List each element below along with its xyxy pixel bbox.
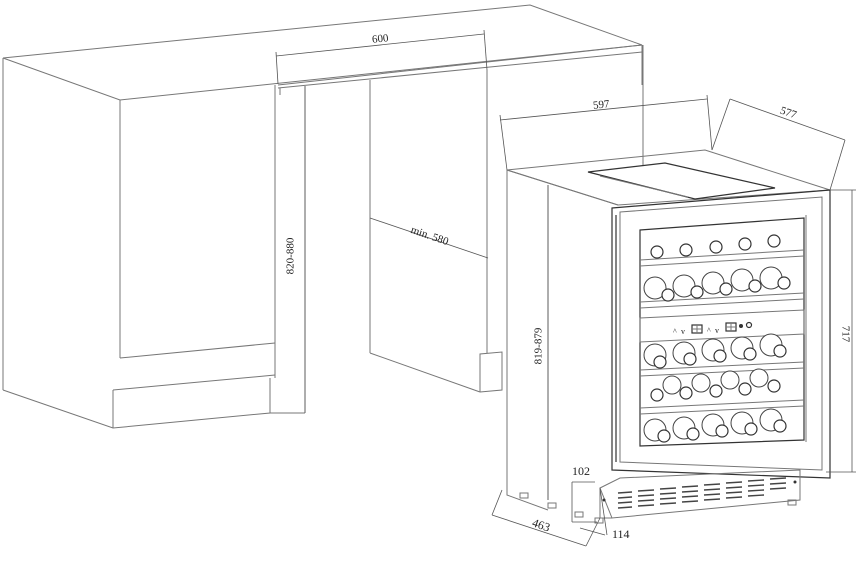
dim-width: 597 <box>592 98 611 112</box>
dimension-lines <box>275 29 856 547</box>
dim-plinth-setback: 114 <box>612 527 630 541</box>
vent-grille <box>617 477 787 509</box>
light-icon <box>739 324 743 328</box>
dim-door-height: 717 <box>839 325 852 343</box>
temp-down-icon: v <box>715 326 719 335</box>
power-icon <box>745 321 753 329</box>
dim-niche-height: 820-880 <box>284 237 297 275</box>
temp-up-icon: ^ <box>707 326 711 335</box>
kick-plate <box>599 469 801 519</box>
control-panel: ^ v ^ v <box>639 309 805 343</box>
wine-cooler: ^ v ^ v <box>506 149 831 524</box>
kitchen-cabinet <box>2 4 644 429</box>
temp-up-icon: ^ <box>673 327 677 336</box>
temp-down-icon: v <box>681 327 685 336</box>
shelves <box>639 249 805 415</box>
bottles <box>643 234 791 443</box>
dim-plinth-height: 102 <box>572 464 590 478</box>
dim-niche-width: 600 <box>371 32 390 46</box>
dim-height: 819-879 <box>532 327 545 365</box>
feet <box>519 492 797 524</box>
